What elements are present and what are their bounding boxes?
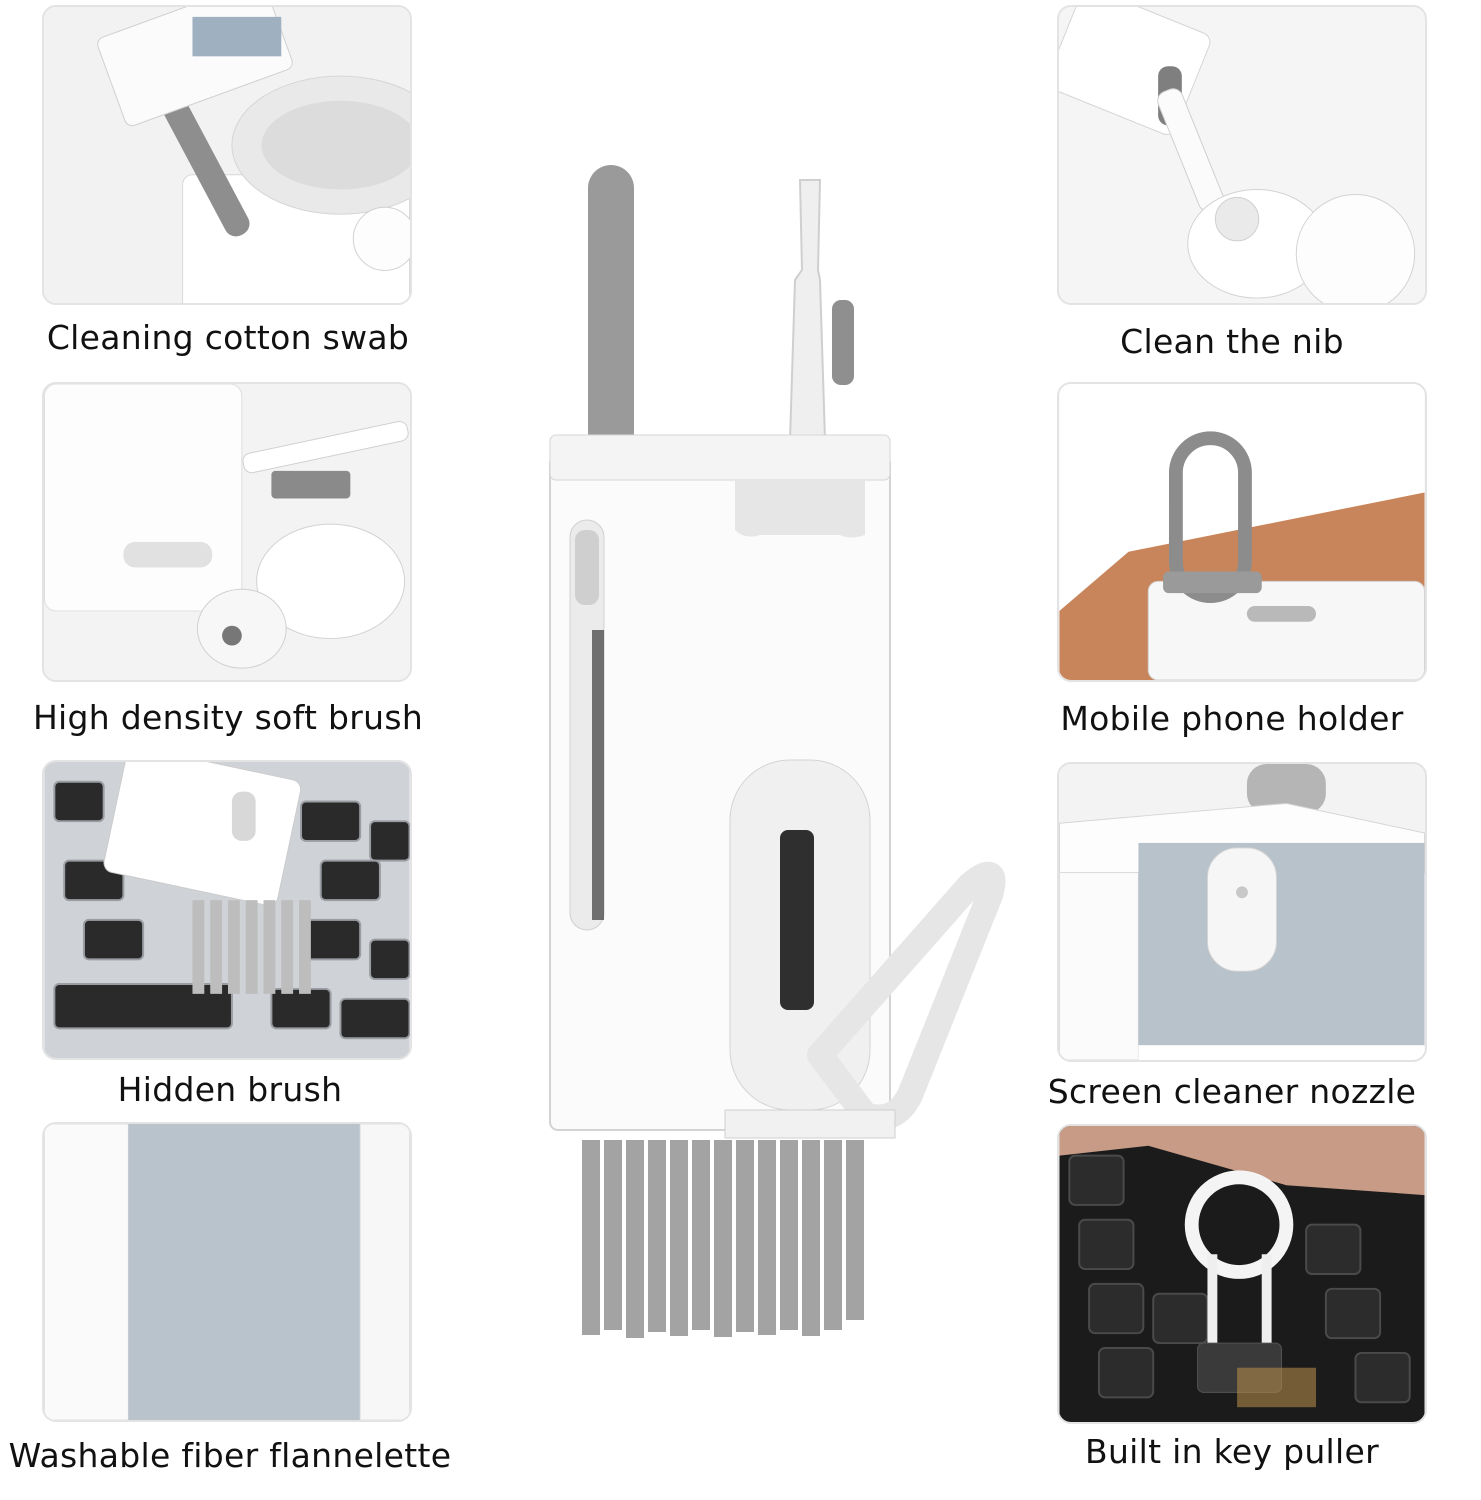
caption-mobile-phone-holder: Mobile phone holder [1060,699,1404,738]
caption-soft-brush: High density soft brush [32,698,424,737]
cotton-swab-tip [588,165,634,455]
cleaning-kit-product-image [520,150,1020,1350]
flannelette-sponge-illustration [44,1124,410,1420]
panel-screen-cleaner-nozzle [1057,762,1427,1062]
phone-holder-illustration [1059,384,1425,680]
panel-hidden-brush [42,760,412,1060]
caption-clean-the-nib: Clean the nib [1120,322,1344,361]
panel-mobile-phone-holder [1057,382,1427,682]
panel-clean-the-nib [1057,5,1427,305]
bottom-brush [582,1140,864,1338]
panel-built-in-key-puller [1057,1124,1427,1424]
soft-brush-earbud-illustration [44,384,410,680]
panel-soft-brush [42,382,412,682]
caption-screen-cleaner-nozzle: Screen cleaner nozzle [1047,1072,1417,1111]
caption-flannelette: Washable fiber flannelette [8,1436,452,1475]
nozzle-illustration [1059,764,1425,1060]
panel-cleaning-cotton-swab [42,5,412,305]
panel-flannelette [42,1122,412,1422]
caption-built-in-key-puller: Built in key puller [1085,1432,1379,1471]
keyboard-hidden-brush-illustration [44,762,410,1058]
earbud-case-swab-illustration [44,7,410,303]
key-puller-keyboard-illustration [1059,1126,1425,1422]
caption-hidden-brush: Hidden brush [117,1070,343,1109]
nib-cleaning-illustration [1059,7,1425,303]
cleaning-kit-illustration [549,165,1006,1338]
pen-tip [788,179,827,441]
caption-cleaning-cotton-swab: Cleaning cotton swab [46,318,410,357]
